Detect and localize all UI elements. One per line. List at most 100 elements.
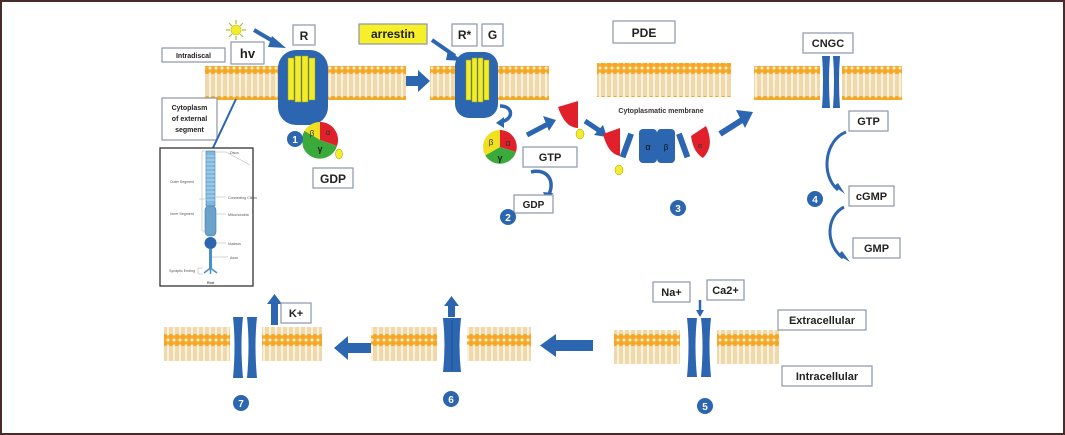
rod-cell-inset: Outer Segment Inner Segment Synaptic End… — [159, 147, 257, 287]
exchange-arrow-icon — [530, 169, 553, 197]
arrow-left-icon-5to6 — [540, 334, 593, 357]
rod-label-connecting-cilium: Connecting Cilium — [228, 196, 257, 200]
membrane-segment-7b — [262, 327, 322, 361]
hv-label: hv — [240, 46, 256, 61]
GMP-label: GMP — [864, 243, 889, 255]
membrane-segment-2b — [497, 66, 549, 100]
G-label: G — [488, 28, 497, 42]
GDP-label-box-2: GDP — [513, 194, 554, 214]
intracellular-label-box: Intracellular — [781, 365, 873, 387]
pde-alpha-right-label: α — [698, 143, 702, 150]
cgmp-to-gmp-arrow-head — [838, 251, 850, 262]
cytoplasm-label-line1: Cytoplasm — [172, 105, 208, 112]
step-3-number: 3 — [675, 204, 681, 215]
rod-label-outer-segment: Outer Segment — [170, 180, 194, 184]
PDE-label: PDE — [632, 26, 657, 40]
Ca-label-box: Ca2+ — [706, 279, 745, 301]
rod-label-synaptic-ending: Synaptic Ending — [169, 269, 195, 273]
K-label-box: K+ — [280, 302, 312, 324]
arrestin-label: arrestin — [371, 27, 415, 41]
step-5-marker: 5 — [697, 398, 713, 414]
beta-subunit-label-2: β — [489, 138, 494, 147]
cytoplasm-label-box: Cytoplasm of external segment — [161, 97, 218, 141]
R-star-label: R* — [458, 28, 472, 42]
GTP-label-4: GTP — [857, 116, 880, 128]
GMP-label-box: GMP — [852, 237, 901, 259]
influx-arrow-icon — [696, 300, 704, 317]
CNGC-label: CNGC — [812, 38, 844, 50]
gtp-to-cgmp-arrow-icon — [825, 130, 847, 192]
step-1-marker: 1 — [287, 131, 303, 147]
GDP-label-1: GDP — [320, 172, 346, 186]
step-2-marker: 2 — [500, 209, 516, 225]
rhodopsin-protein — [278, 50, 328, 125]
cGMP-label: cGMP — [856, 191, 887, 203]
cation-channel-closed — [443, 318, 461, 372]
PDE-label-box: PDE — [612, 20, 676, 44]
rod-label-title: Rod — [207, 281, 214, 285]
arrestin-arrow-icon — [430, 38, 463, 61]
step-5-number: 5 — [702, 402, 708, 413]
step-4-number: 4 — [812, 195, 818, 206]
intradiscal-label-box: Intradiscal — [161, 47, 226, 63]
GDP-label-2: GDP — [523, 200, 545, 211]
step-6-number: 6 — [448, 395, 454, 406]
efflux-arrow-icon-6 — [444, 296, 459, 317]
cytoplasmatic-membrane-label: Cytoplasmatic membrane — [618, 108, 703, 115]
rod-label-discs: Discs — [230, 151, 239, 155]
Na-label: Na+ — [661, 287, 682, 299]
alpha-subunit-free — [558, 101, 585, 140]
arrow-to-cngc-icon — [718, 110, 753, 137]
pde-alpha-label: α — [645, 142, 650, 152]
step-6-marker: 6 — [443, 391, 459, 407]
sun-icon — [226, 20, 246, 40]
GDP-label-box-1: GDP — [312, 167, 354, 189]
pde-beta-label: β — [664, 143, 669, 152]
CNGC-label-box: CNGC — [802, 32, 854, 54]
step-2-number: 2 — [505, 213, 511, 224]
arrow-left-icon-6to7 — [334, 336, 371, 360]
membrane-segment-3 — [597, 63, 731, 97]
gamma-subunit-label: γ — [317, 144, 322, 154]
g-protein-trimer-1: β α γ — [301, 121, 343, 160]
cGMP-label-box: cGMP — [848, 185, 895, 207]
membrane-segment-2a — [430, 66, 455, 100]
cation-channel-open — [687, 318, 711, 377]
GTP-label-box-4: GTP — [848, 110, 889, 132]
Ca-label: Ca2+ — [712, 285, 739, 297]
membrane-segment-7a — [164, 327, 230, 361]
G-label-box: G — [481, 23, 504, 47]
rod-label-mitochondria: Mitochondria — [228, 213, 249, 217]
light-arrow-icon — [252, 28, 286, 48]
extracellular-label-box: Extracellular — [777, 309, 867, 331]
membrane-segment-4a — [754, 66, 820, 100]
R-label-box: R — [292, 24, 316, 46]
beta-subunit-label: β — [310, 129, 315, 138]
R-label: R — [300, 29, 309, 43]
R-star-label-box: R* — [451, 23, 478, 47]
membrane-segment-5a — [614, 330, 680, 364]
pointer-line — [211, 98, 237, 151]
membrane-segment-4b — [842, 66, 902, 100]
membrane-segment-1b — [326, 66, 406, 100]
potassium-channel — [233, 317, 257, 378]
cytoplasm-label-line3: segment — [175, 127, 204, 134]
intracellular-label: Intracellular — [796, 371, 859, 383]
step-7-number: 7 — [238, 399, 244, 410]
Na-label-box: Na+ — [652, 281, 691, 303]
step-4-marker: 4 — [807, 191, 823, 207]
alpha-subunit-label: α — [326, 128, 331, 137]
membrane-segment-6a — [371, 327, 437, 361]
membrane-segment-6b — [467, 327, 531, 361]
rod-label-inner-segment: Inner Segment — [170, 212, 194, 216]
K-label: K+ — [289, 308, 303, 320]
membrane-segment-1a — [205, 66, 280, 100]
arrestin-label-box: arrestin — [358, 23, 428, 45]
activated-rhodopsin-protein — [455, 52, 498, 118]
hv-label-box: hv — [230, 41, 265, 65]
arrow-right-icon — [406, 70, 430, 92]
membrane-segment-5b — [717, 330, 779, 364]
cgmp-to-gmp-arrow-icon — [828, 205, 845, 260]
